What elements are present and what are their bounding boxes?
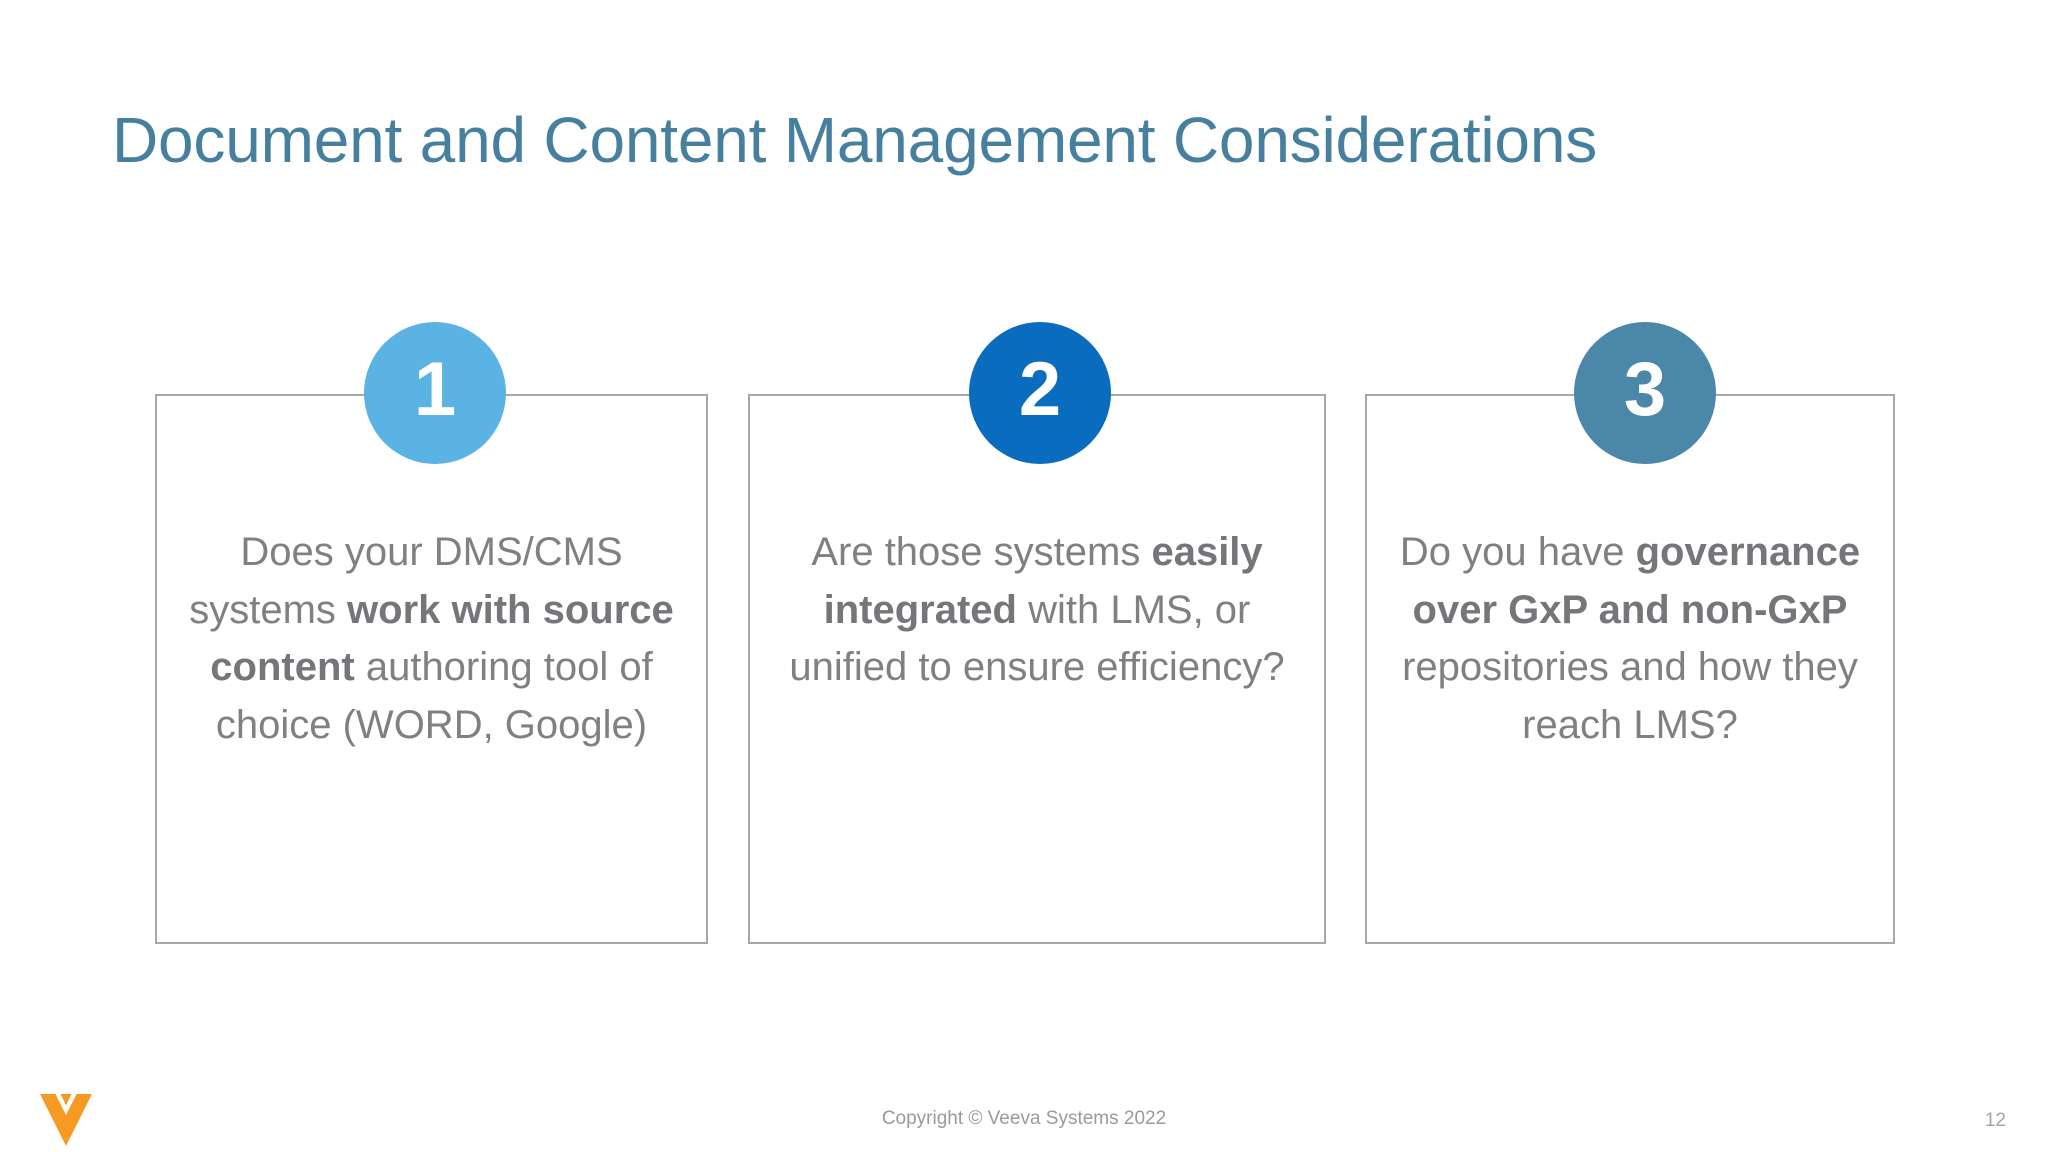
card-1-text-part-1: Does your DMS/CMS systems — [189, 530, 623, 632]
card-3-text-part-2: governance over GxP and non-GxP — [1412, 530, 1861, 632]
card-2-text-part-3: with LMS, or unified to ensure efficienc… — [789, 587, 1285, 690]
veeva-logo-icon — [40, 1094, 92, 1146]
card-1-text-part-2: work with source content — [210, 587, 674, 690]
card-3-text-part-3: repositories and how they reach LMS? — [1402, 645, 1858, 747]
consideration-card-3: Do you have governance over GxP and non-… — [1365, 394, 1895, 944]
card-1-text-part-3: authoring tool of choice (WORD, Google) — [215, 645, 653, 747]
page-title: Document and Content Management Consider… — [112, 103, 1598, 176]
step-badge-3-number: 3 — [1623, 347, 1667, 432]
card-2-text: Are those systems easily integrated with… — [750, 524, 1324, 697]
copyright-text: Copyright © Veeva Systems 2022 — [881, 1108, 1167, 1129]
card-2-text-part-2: easily integrated — [823, 530, 1263, 632]
step-badge-3: 3 — [1574, 322, 1716, 464]
step-badge-1-number: 1 — [413, 347, 457, 432]
card-3-text-part-1: Do you have — [1399, 530, 1636, 574]
page-number: 12 — [1984, 1110, 2006, 1131]
step-badge-1: 1 — [364, 322, 506, 464]
step-badge-2: 2 — [969, 322, 1111, 464]
consideration-card-1: Does your DMS/CMS systems work with sour… — [155, 394, 708, 944]
card-1-text: Does your DMS/CMS systems work with sour… — [157, 524, 706, 754]
card-2-text-part-1: Are those systems — [811, 530, 1152, 574]
step-badge-2-number: 2 — [1018, 347, 1062, 432]
card-3-text: Do you have governance over GxP and non-… — [1367, 524, 1893, 754]
consideration-card-2: Are those systems easily integrated with… — [748, 394, 1326, 944]
